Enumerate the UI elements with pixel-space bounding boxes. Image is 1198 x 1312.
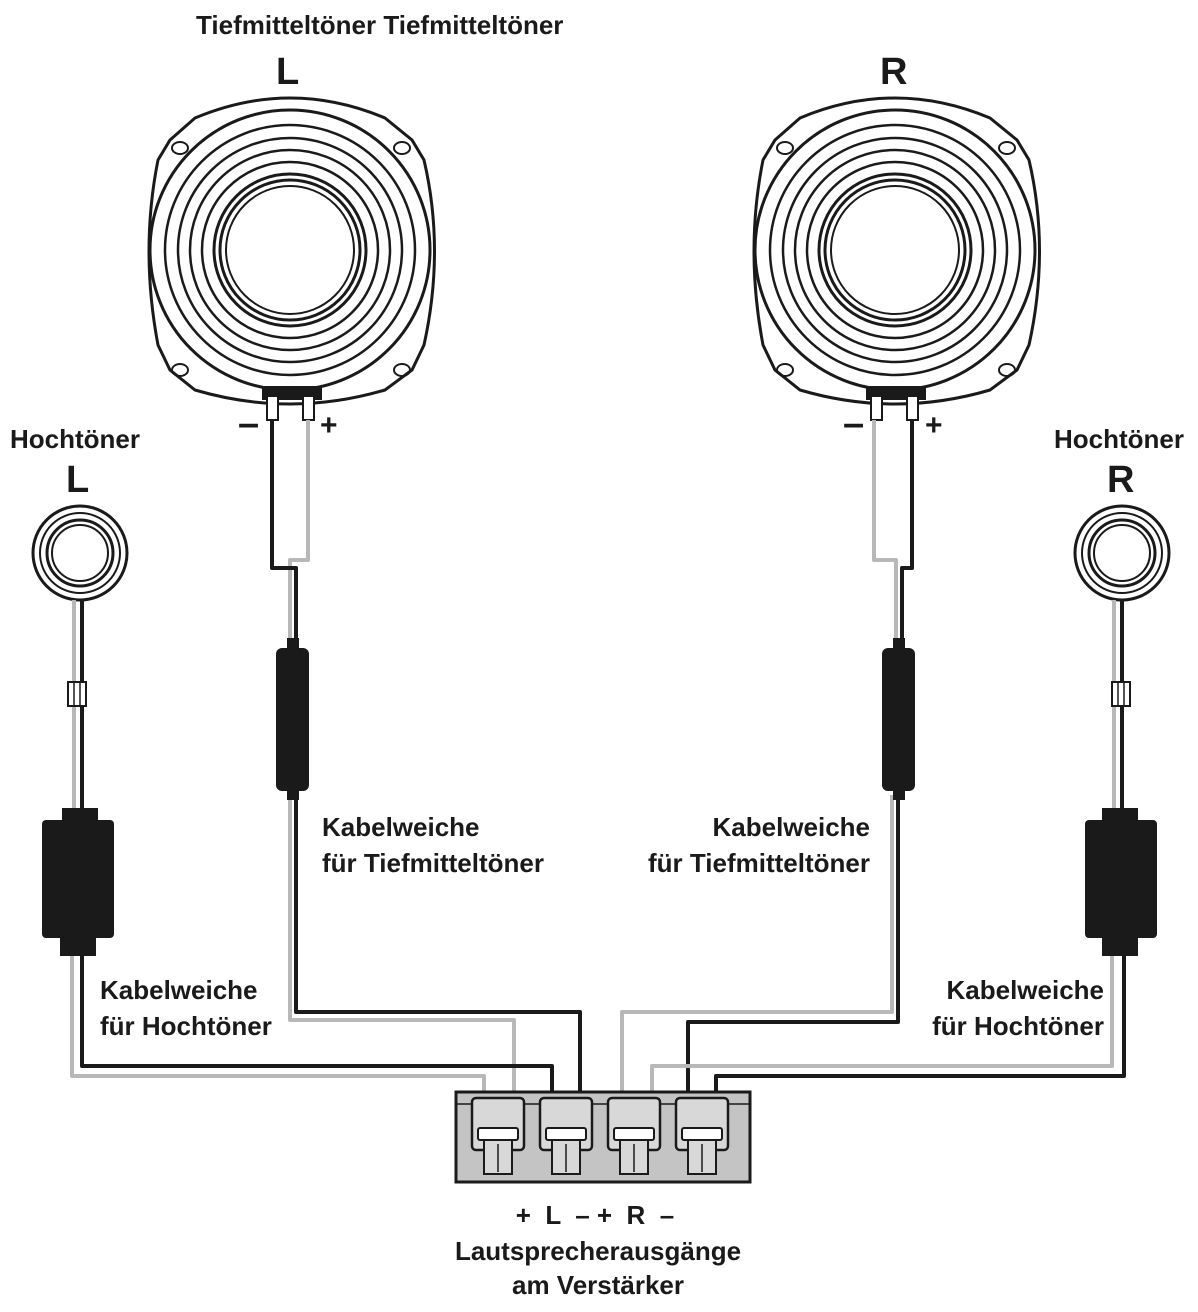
- terminal-screw: [470, 1096, 526, 1175]
- wire-plus: [288, 795, 516, 1098]
- terminal-plus: [302, 395, 315, 421]
- amplifier-caption-line2: am Verstärker: [511, 1270, 685, 1300]
- tweeter-right: [1073, 504, 1171, 602]
- crossover-woofer-left-line2: für Tiefmitteltöner: [322, 848, 544, 878]
- crossover-tweeter-right-line1: Kabelweiche: [946, 975, 1104, 1005]
- wire-minus: [686, 795, 900, 1098]
- crossover-woofer-right: [882, 638, 915, 800]
- wire-minus: [714, 955, 1126, 1098]
- wire-minus: [294, 795, 582, 1098]
- wire-minus: [270, 420, 298, 645]
- mount-hole: [171, 141, 189, 155]
- mount-hole: [393, 141, 411, 155]
- crossover-woofer-right-line2: für Tiefmitteltöner: [648, 848, 870, 878]
- wire-plus: [650, 955, 1114, 1098]
- terminal-screw: [606, 1096, 662, 1175]
- mount-hole: [776, 141, 794, 155]
- woofer-left: [147, 96, 436, 421]
- woofer-left-title: Tiefmitteltöner Tiefmitteltöner: [196, 10, 564, 40]
- woofer-right-minus: –: [843, 403, 865, 445]
- woofer-left-minus: –: [238, 403, 260, 445]
- tweeter-left-title: Hochtöner: [10, 424, 140, 454]
- wire-plus: [872, 420, 898, 645]
- amplifier-terminal-block: [454, 1090, 752, 1184]
- mount-hole: [171, 363, 189, 377]
- crossover-tweeter-right-line2: für Hochtöner: [932, 1011, 1104, 1041]
- mount-hole: [998, 141, 1016, 155]
- mount-hole: [393, 363, 411, 377]
- woofer-right-channel: R: [880, 51, 908, 93]
- tweeter-right-title: Hochtöner: [1054, 424, 1184, 454]
- crossover-woofer-left-line1: Kabelweiche: [322, 812, 480, 842]
- woofer-right-plus: +: [925, 409, 943, 442]
- wire-plus: [288, 420, 310, 645]
- wire-plus: [620, 795, 894, 1098]
- amplifier-caption-line1: Lautsprecherausgänge: [454, 1236, 742, 1266]
- wire-minus: [80, 955, 554, 1098]
- crossover-woofer-left: [276, 638, 309, 800]
- terminal-plus: [906, 395, 919, 421]
- terminal-screw: [674, 1096, 730, 1175]
- wire-plus: [70, 955, 486, 1098]
- cable-clip: [67, 681, 87, 707]
- cable-clip: [1111, 681, 1131, 707]
- tweeter-left: [31, 504, 129, 602]
- mount-hole: [776, 363, 794, 377]
- terminal-minus: [266, 395, 279, 421]
- amplifier-terminal-labels: + L – + R –: [515, 1200, 675, 1230]
- crossover-tweeter-right: [1085, 681, 1157, 956]
- crossover-tweeter-left: [42, 681, 114, 956]
- woofer-right: [752, 96, 1041, 421]
- tweeter-left-channel: L: [66, 459, 90, 501]
- crossover-tweeter-left-line1: Kabelweiche: [100, 975, 258, 1005]
- mount-hole: [998, 363, 1016, 377]
- woofer-left-channel: L: [276, 51, 300, 93]
- wire-minus: [900, 420, 914, 645]
- terminal-minus: [870, 395, 883, 421]
- tweeter-right-channel: R: [1107, 459, 1135, 501]
- crossover-tweeter-left-line2: für Hochtöner: [100, 1011, 272, 1041]
- terminal-screw: [538, 1096, 594, 1175]
- woofer-left-plus: +: [320, 409, 338, 442]
- crossover-woofer-right-line1: Kabelweiche: [712, 812, 870, 842]
